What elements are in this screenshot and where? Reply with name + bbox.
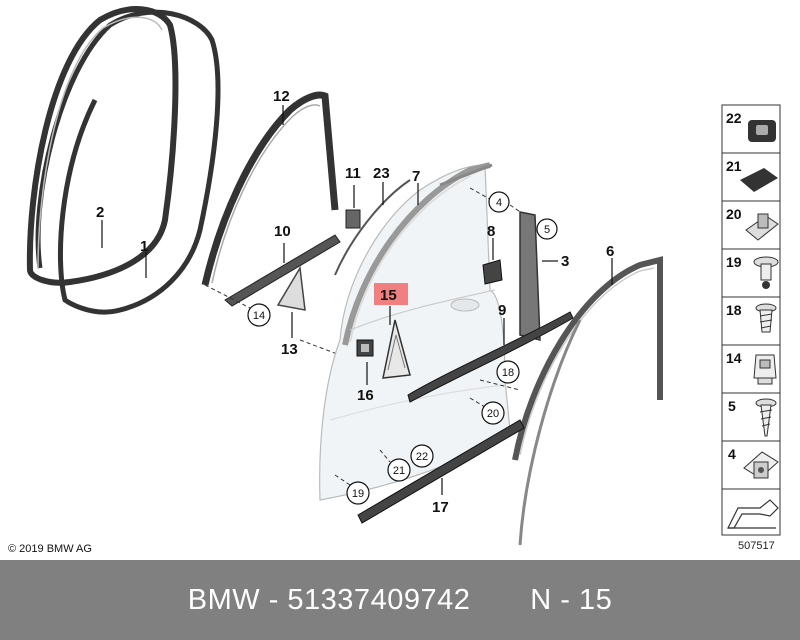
footer-position: N - 15 (530, 583, 613, 616)
outer-strip-6-hl (519, 267, 655, 456)
bracket-8 (482, 259, 503, 285)
dash-19 (334, 474, 351, 486)
footer-gap (470, 584, 530, 617)
sidebar-num-19: 19 (726, 254, 742, 270)
callout-3: 3 (561, 253, 569, 270)
dash-13 (299, 339, 341, 356)
trim-strip-10 (224, 234, 341, 307)
sidebar-num-20: 20 (726, 206, 742, 222)
cap-16-inner (361, 344, 369, 352)
highlight-15 (374, 283, 408, 305)
footer-brand: BMW (187, 583, 261, 616)
door-seal-inner (26, 6, 179, 286)
sidebar-num-21: 21 (726, 158, 742, 174)
callout-8: 8 (487, 223, 495, 240)
corner-trim-15-hatch (387, 334, 406, 371)
mirror-triangle-13 (276, 265, 306, 311)
frame-trim-12 (201, 91, 339, 286)
callout-11: 11 (345, 165, 361, 182)
sidebar-num-22: 22 (726, 110, 742, 126)
sill-strip-17 (357, 419, 525, 524)
circled-callout-21: 21 (387, 458, 411, 482)
door-seal-inner-line (37, 16, 163, 269)
footer-part-number: 51337409742 (287, 583, 471, 616)
outer-strip-6-lower (518, 319, 582, 546)
frame-trim-12-inner (211, 104, 321, 284)
door-handle (450, 298, 480, 312)
circled-callout-19: 19 (346, 481, 370, 505)
callout-10: 10 (274, 223, 291, 240)
footer-bar: BMW - 51337409742 N - 15 (0, 560, 800, 640)
callout-6: 6 (606, 243, 614, 260)
screw-icon (755, 303, 777, 333)
diagram-id: 507517 (738, 540, 775, 552)
sidebar-num-18: 18 (726, 302, 742, 318)
sidebar-num-14: 14 (726, 350, 742, 366)
circled-callout-14: 14 (247, 303, 271, 327)
self-tapping-screw-icon (755, 398, 777, 437)
door-seal-outer (35, 9, 221, 315)
door-crease (329, 384, 506, 421)
svg-text:4: 4 (496, 197, 502, 209)
callout-13: 13 (281, 341, 298, 358)
callout-17: 17 (432, 499, 449, 516)
outer-strip-6 (512, 256, 663, 461)
parts-diagram: 1 2 3 6 7 8 9 10 11 12 13 15 16 17 23 4 … (26, 6, 781, 546)
bracket-11 (345, 209, 361, 229)
svg-text:19: 19 (352, 488, 364, 500)
svg-text:5: 5 (544, 224, 550, 236)
svg-text:14: 14 (253, 310, 265, 322)
sidebar-num-5: 5 (728, 398, 736, 414)
door-top-strip (439, 163, 493, 187)
pad-icon (740, 168, 778, 192)
grommet-icon (748, 120, 776, 142)
callout-2: 2 (96, 204, 104, 221)
svg-text:18: 18 (502, 367, 514, 379)
circled-callout-20: 20 (481, 401, 505, 425)
dash-21 (379, 449, 391, 463)
door-window-frame-hl (349, 175, 471, 343)
callout-16: 16 (357, 387, 374, 404)
clip-icon (753, 354, 777, 385)
circled-callout-5: 5 (536, 218, 558, 240)
callout-12: 12 (273, 88, 290, 105)
copyright-notice: © 2019 BMW AG (8, 543, 92, 555)
callout-1: 1 (140, 238, 148, 255)
circled-callout-4: 4 (488, 191, 510, 213)
pillar-trim-3 (519, 211, 541, 341)
svg-text:21: 21 (393, 465, 405, 477)
footer-separator: - (260, 583, 288, 616)
sidebar-num-4: 4 (728, 446, 736, 462)
svg-text:20: 20 (487, 408, 499, 420)
arrow-icon (727, 499, 779, 529)
svg-text:22: 22 (416, 451, 428, 463)
dash-20 (469, 397, 491, 411)
callout-7: 7 (412, 168, 420, 185)
circled-callout-18: 18 (496, 360, 520, 384)
belt-strip-9 (407, 311, 574, 403)
dash-10 (204, 284, 251, 309)
callout-15: 15 (380, 287, 397, 304)
callout-9: 9 (498, 302, 506, 319)
expanding-rivet-icon (753, 256, 779, 289)
channel-23 (334, 179, 411, 276)
clip-nut-icon (745, 213, 779, 241)
circled-callout-22: 22 (410, 444, 434, 468)
callout-23: 23 (373, 165, 390, 182)
door-beltline (349, 289, 496, 331)
sidebar-legend: 22 21 20 19 18 14 (721, 104, 781, 536)
spring-nut-icon (743, 451, 779, 479)
